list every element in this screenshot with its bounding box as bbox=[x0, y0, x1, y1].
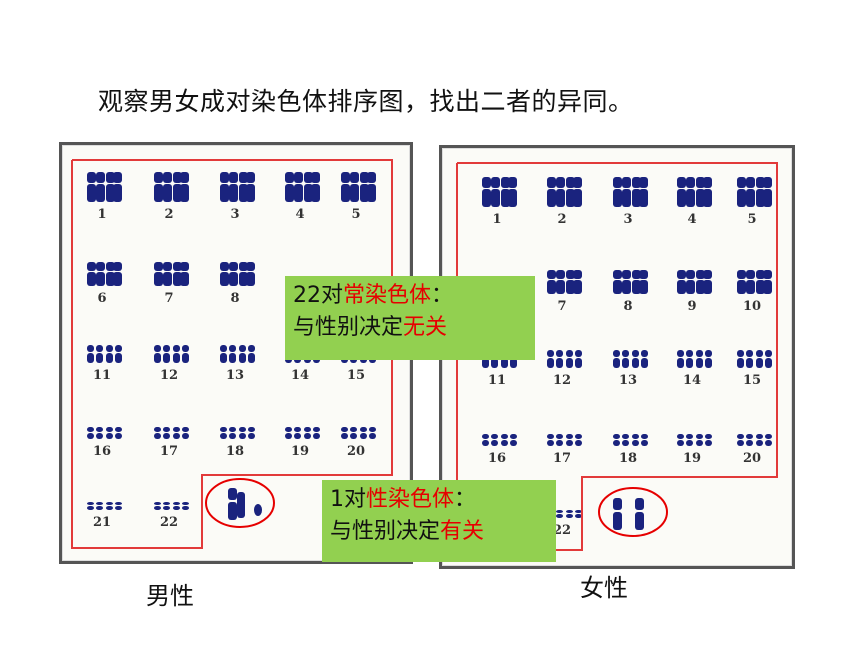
chromosome-number: 5 bbox=[351, 207, 361, 222]
female-sex-chromosomes bbox=[603, 494, 663, 534]
chromosome-number: 8 bbox=[230, 291, 240, 306]
autosome-relation: 无关 bbox=[403, 315, 448, 340]
female-chromosome-pair-15: 15 bbox=[722, 348, 782, 388]
female-chromosome-pair-5: 5 bbox=[722, 175, 782, 227]
male-chromosome-pair-5: 5 bbox=[326, 170, 386, 222]
chromosome-number: 16 bbox=[92, 444, 112, 459]
chromosome-number: 22 bbox=[159, 515, 179, 530]
chromosome-number: 6 bbox=[97, 291, 107, 306]
chromosome-number: 3 bbox=[230, 207, 240, 222]
chromosome-number: 19 bbox=[682, 451, 702, 466]
autosome-callout: 22对常染色体： 与性别决定无关 bbox=[285, 276, 535, 360]
female-chromosome-pair-12: 12 bbox=[532, 348, 592, 388]
male-sex-chromosomes bbox=[210, 484, 270, 524]
chromosome-number: 10 bbox=[742, 299, 762, 314]
chromosome-number: 14 bbox=[290, 368, 310, 383]
sex-desc: 与性别决定 bbox=[330, 519, 441, 544]
chromosome-number: 13 bbox=[225, 368, 245, 383]
female-chromosome-pair-8: 8 bbox=[598, 268, 658, 314]
chromosome-number: 15 bbox=[742, 373, 762, 388]
chromosome-number: 18 bbox=[618, 451, 638, 466]
male-chromosome-pair-6: 6 bbox=[72, 260, 132, 306]
chromosome-number: 1 bbox=[97, 207, 107, 222]
female-chromosome-pair-18: 18 bbox=[598, 432, 658, 466]
male-chromosome-pair-4: 4 bbox=[270, 170, 330, 222]
female-caption: 女性 bbox=[580, 574, 628, 602]
male-chromosome-pair-17: 17 bbox=[139, 425, 199, 459]
sex-count: 1对 bbox=[330, 487, 366, 512]
male-chromosome-pair-22: 22 bbox=[139, 500, 199, 530]
male-chromosome-pair-20: 20 bbox=[326, 425, 386, 459]
male-caption: 男性 bbox=[146, 582, 194, 610]
chromosome-number: 2 bbox=[557, 212, 567, 227]
chromosome-number: 19 bbox=[290, 444, 310, 459]
male-chromosome-pair-11: 11 bbox=[72, 343, 132, 383]
male-chromosome-pair-12: 12 bbox=[139, 343, 199, 383]
chromosome-number: 11 bbox=[487, 373, 507, 388]
male-chromosome-pair-1: 1 bbox=[72, 170, 132, 222]
sex-colon: ： bbox=[454, 487, 477, 512]
chromosome-number: 15 bbox=[346, 368, 366, 383]
chromosome-number: 12 bbox=[159, 368, 179, 383]
autosome-term: 常染色体 bbox=[343, 283, 432, 308]
male-chromosome-pair-7: 7 bbox=[139, 260, 199, 306]
chromosome-number: 18 bbox=[225, 444, 245, 459]
chromosome-number: 2 bbox=[164, 207, 174, 222]
female-chromosome-pair-7: 7 bbox=[532, 268, 592, 314]
chromosome-number: 8 bbox=[623, 299, 633, 314]
male-chromosome-pair-8: 8 bbox=[205, 260, 265, 306]
female-chromosome-pair-13: 13 bbox=[598, 348, 658, 388]
autosome-count: 22对 bbox=[293, 283, 343, 308]
chromosome-number: 17 bbox=[159, 444, 179, 459]
male-chromosome-pair-21: 21 bbox=[72, 500, 132, 530]
female-chromosome-pair-20: 20 bbox=[722, 432, 782, 466]
female-chromosome-pair-14: 14 bbox=[662, 348, 722, 388]
male-chromosome-pair-3: 3 bbox=[205, 170, 265, 222]
chromosome-number: 20 bbox=[346, 444, 366, 459]
chromosome-number: 4 bbox=[687, 212, 697, 227]
female-chromosome-pair-9: 9 bbox=[662, 268, 722, 314]
female-chromosome-pair-4: 4 bbox=[662, 175, 722, 227]
female-chromosome-pair-19: 19 bbox=[662, 432, 722, 466]
sex-relation: 有关 bbox=[440, 519, 485, 544]
chromosome-number: 9 bbox=[687, 299, 697, 314]
chromosome-number: 14 bbox=[682, 373, 702, 388]
chromosome-number: 5 bbox=[747, 212, 757, 227]
chromosome-number: 13 bbox=[618, 373, 638, 388]
chromosome-number: 11 bbox=[92, 368, 112, 383]
chromosome-number: 16 bbox=[487, 451, 507, 466]
chromosome-number: 7 bbox=[557, 299, 567, 314]
female-chromosome-pair-1: 1 bbox=[467, 175, 527, 227]
sex-chromosome-callout: 1对性染色体： 与性别决定有关 bbox=[322, 480, 556, 562]
autosome-colon: ： bbox=[431, 283, 454, 308]
female-chromosome-pair-17: 17 bbox=[532, 432, 592, 466]
female-chromosome-pair-2: 2 bbox=[532, 175, 592, 227]
chromosome-number: 12 bbox=[552, 373, 572, 388]
autosome-desc: 与性别决定 bbox=[293, 315, 404, 340]
female-chromosome-pair-3: 3 bbox=[598, 175, 658, 227]
chromosome-number: 1 bbox=[492, 212, 502, 227]
chromosome-number: 3 bbox=[623, 212, 633, 227]
heading: 观察男女成对染色体排序图，找出二者的异同。 bbox=[98, 87, 634, 116]
female-chromosome-pair-10: 10 bbox=[722, 268, 782, 314]
chromosome-number: 17 bbox=[552, 451, 572, 466]
chromosome-number: 20 bbox=[742, 451, 762, 466]
chromosome-number: 4 bbox=[295, 207, 305, 222]
male-chromosome-pair-16: 16 bbox=[72, 425, 132, 459]
male-chromosome-pair-2: 2 bbox=[139, 170, 199, 222]
male-chromosome-pair-18: 18 bbox=[205, 425, 265, 459]
sex-term: 性染色体 bbox=[366, 487, 455, 512]
female-chromosome-pair-16: 16 bbox=[467, 432, 527, 466]
chromosome-number: 7 bbox=[164, 291, 174, 306]
male-chromosome-pair-19: 19 bbox=[270, 425, 330, 459]
male-chromosome-pair-13: 13 bbox=[205, 343, 265, 383]
chromosome-number: 21 bbox=[92, 515, 112, 530]
